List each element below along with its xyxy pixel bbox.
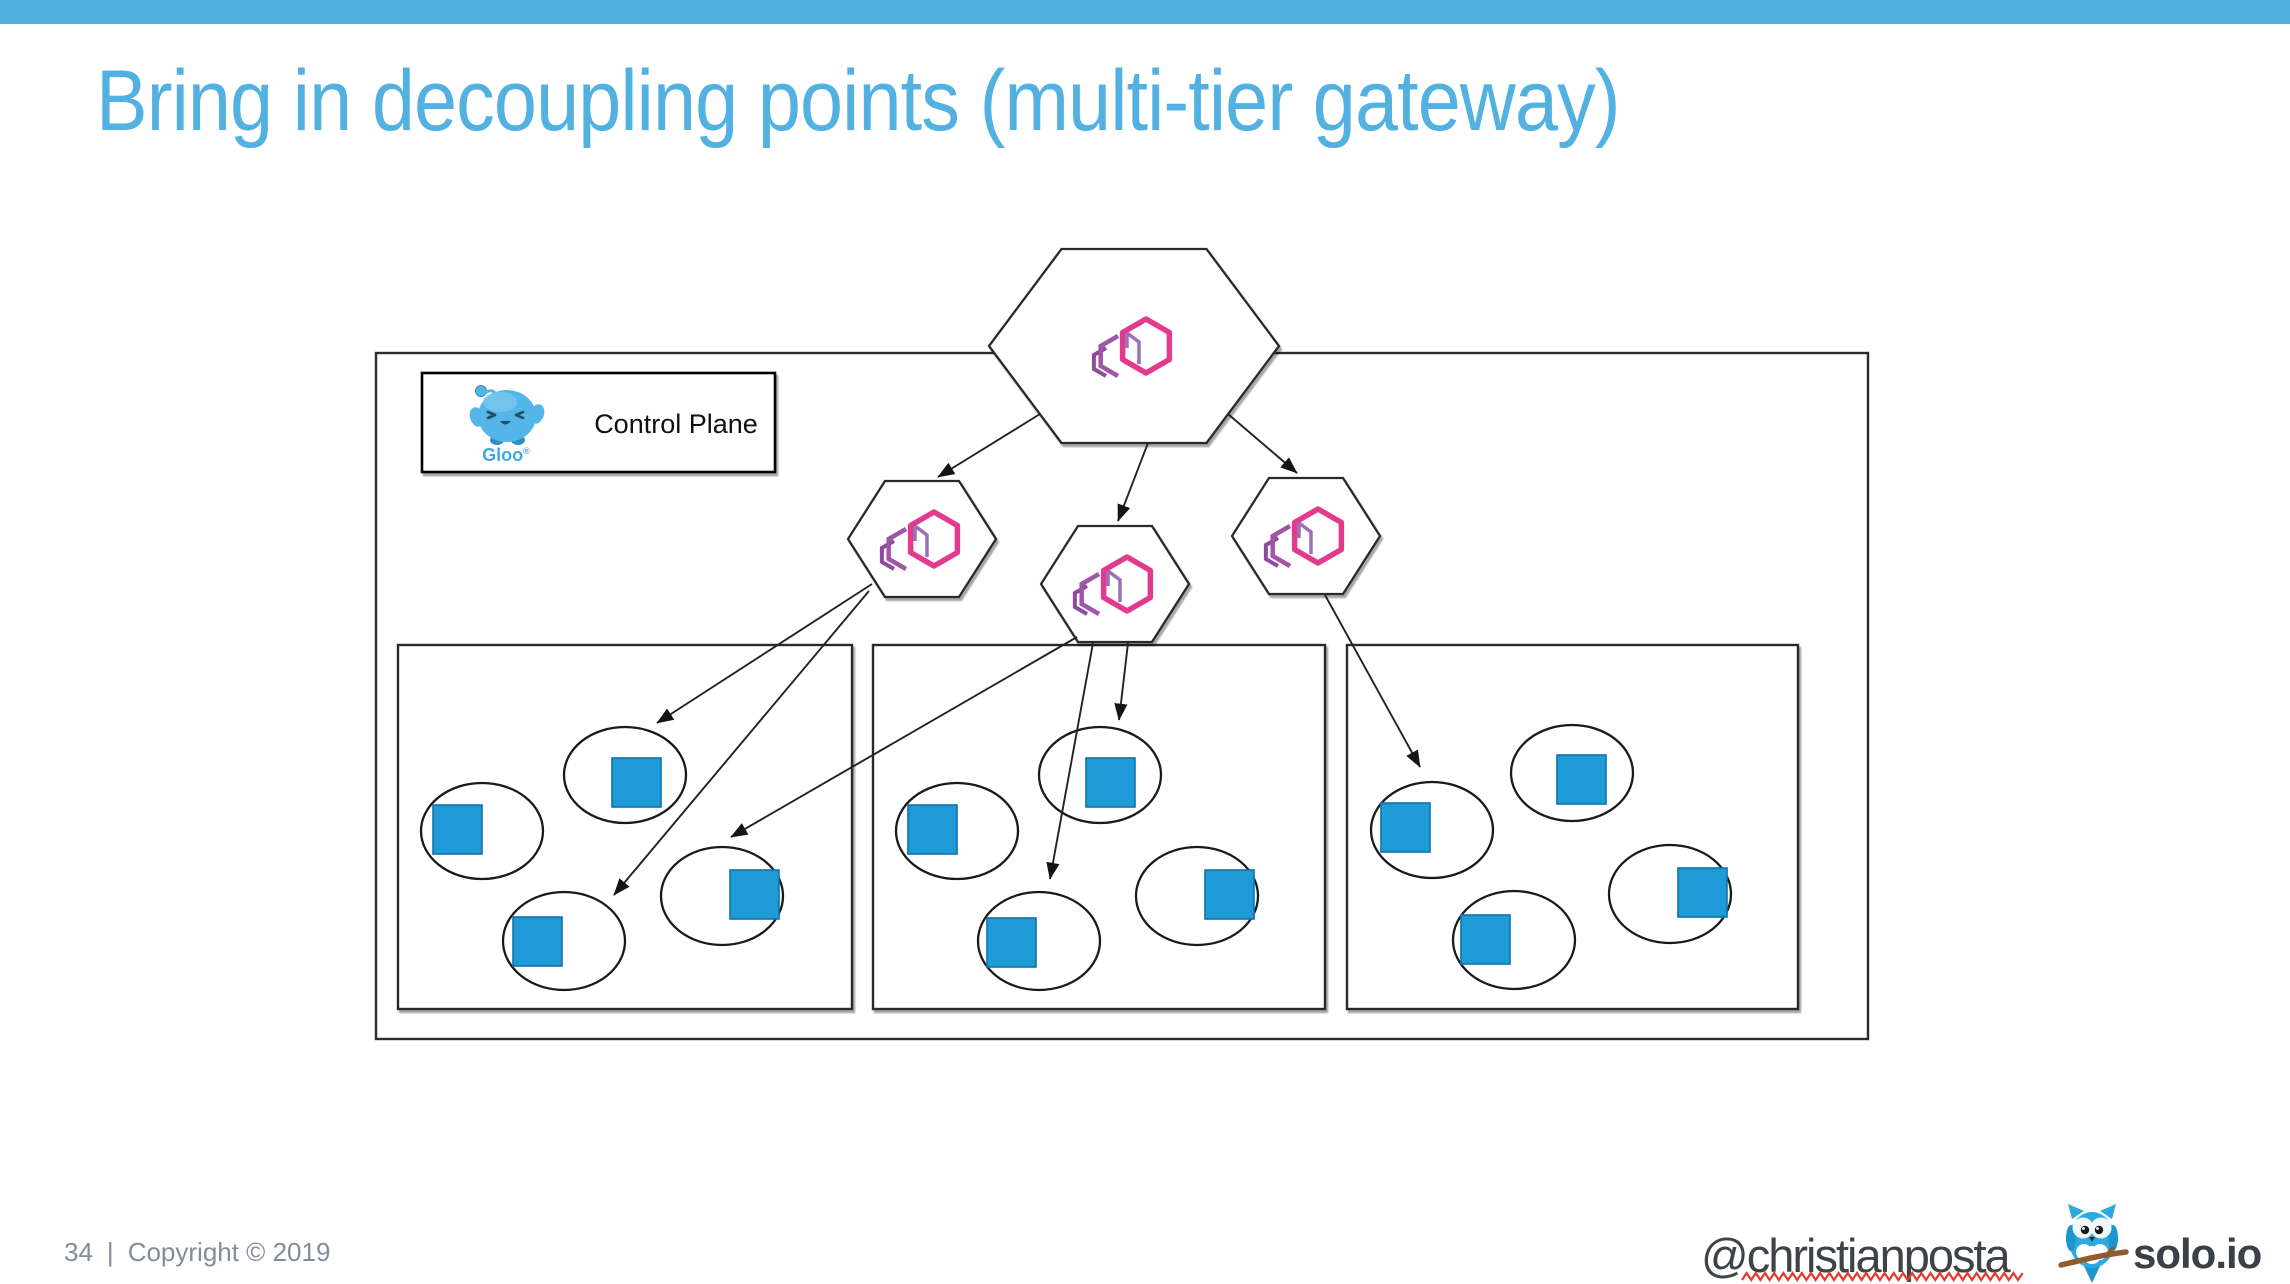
cluster-middle	[871, 643, 1327, 1011]
pod-square	[1204, 869, 1255, 920]
gateway-mid-left	[846, 479, 998, 599]
gateway-proxy-icon	[1263, 506, 1345, 568]
icon-front-hexagon	[907, 509, 961, 569]
owl-glint-right	[2096, 1227, 2099, 1230]
pod-square	[986, 917, 1037, 968]
gateway-proxy-icon	[1072, 554, 1154, 616]
icon-inner-cube	[913, 524, 929, 557]
icon-inner-cube	[1297, 521, 1313, 554]
edge-arrow	[1117, 442, 1149, 522]
pod	[894, 781, 1020, 881]
pod-square	[432, 804, 483, 855]
accent-top-bar	[0, 0, 2290, 24]
gloo-mascot-icon: Gloo®	[469, 385, 545, 465]
owl-branch-twig	[2103, 1246, 2115, 1258]
icon-front-hexagon	[1291, 506, 1345, 566]
gateway-mid-right	[1230, 476, 1382, 596]
footer-separator: |	[106, 1237, 114, 1267]
owl-pupil-right	[2094, 1225, 2104, 1235]
brand-wordmark: solo.io	[2133, 1230, 2262, 1277]
pod-square	[1556, 754, 1607, 805]
pod	[1607, 843, 1733, 945]
footer-copyright: 34 | Copyright © 2019	[64, 1237, 330, 1268]
icon-inner-cube	[1106, 569, 1122, 602]
pod	[1451, 889, 1577, 991]
pod-square	[729, 869, 780, 920]
control-plane-label: Control Plane	[594, 409, 758, 439]
edge-arrow	[937, 413, 1041, 478]
icon-echo-mid	[1098, 334, 1120, 378]
gateway-proxy-icon	[1091, 316, 1173, 378]
pod	[1134, 845, 1260, 947]
pod-square	[512, 916, 563, 967]
icon-front-hexagon	[1100, 554, 1154, 614]
cluster-left	[396, 643, 854, 1011]
owl-branch	[2058, 1249, 2129, 1268]
edge-arrow	[1227, 413, 1298, 474]
edge-arrow	[1324, 594, 1421, 768]
mascot-highlight	[483, 392, 517, 412]
owl-pupil-left	[2080, 1225, 2090, 1235]
pod	[501, 890, 627, 992]
pod	[419, 781, 545, 881]
gateway-mid-center	[1039, 524, 1191, 644]
owl-beak	[2089, 1237, 2095, 1242]
solo-io-owl-icon	[2058, 1204, 2129, 1283]
icon-echo-mid	[1270, 524, 1292, 568]
slide-title: Bring in decoupling points (multi-tier g…	[96, 53, 1621, 149]
edge-arrow	[1114, 642, 1129, 721]
icon-front-hexagon	[1119, 316, 1173, 376]
pod-square	[611, 757, 662, 808]
pod-square	[907, 804, 958, 855]
spellcheck-squiggle	[1741, 1270, 2024, 1283]
pod	[976, 890, 1102, 992]
mascot-eye-left	[486, 410, 497, 420]
icon-inner-cube	[1125, 331, 1141, 364]
squiggle-line	[1741, 1270, 2024, 1283]
gateway-top	[987, 247, 1281, 445]
edge-arrow	[613, 590, 870, 896]
control-plane-box	[420, 371, 777, 474]
edge-arrow	[730, 636, 1078, 838]
pod	[1509, 723, 1635, 823]
pod-square	[1677, 867, 1728, 918]
pod-square	[1085, 757, 1136, 808]
owl-ear-left	[2068, 1204, 2084, 1219]
owl-glint-left	[2082, 1227, 2085, 1230]
icon-echo-mid	[1079, 572, 1101, 616]
pod	[659, 845, 785, 947]
edge-arrow	[1046, 642, 1094, 880]
pod-square	[1460, 914, 1511, 965]
gloo-logo-text: Gloo®	[482, 445, 530, 465]
pod	[1037, 725, 1163, 825]
owl-ear-right	[2100, 1204, 2116, 1219]
page-number: 34	[64, 1237, 93, 1267]
mascot-mouth	[500, 421, 511, 425]
pod	[1369, 780, 1495, 880]
cluster-right	[1345, 643, 1800, 1011]
copyright-text: Copyright © 2019	[127, 1237, 331, 1267]
icon-echo-mid	[886, 527, 908, 571]
edge-arrow	[656, 583, 873, 724]
gateway-proxy-icon	[879, 509, 961, 571]
mascot-eye-right	[514, 410, 525, 420]
pod	[562, 725, 688, 825]
pod-square	[1380, 802, 1431, 853]
